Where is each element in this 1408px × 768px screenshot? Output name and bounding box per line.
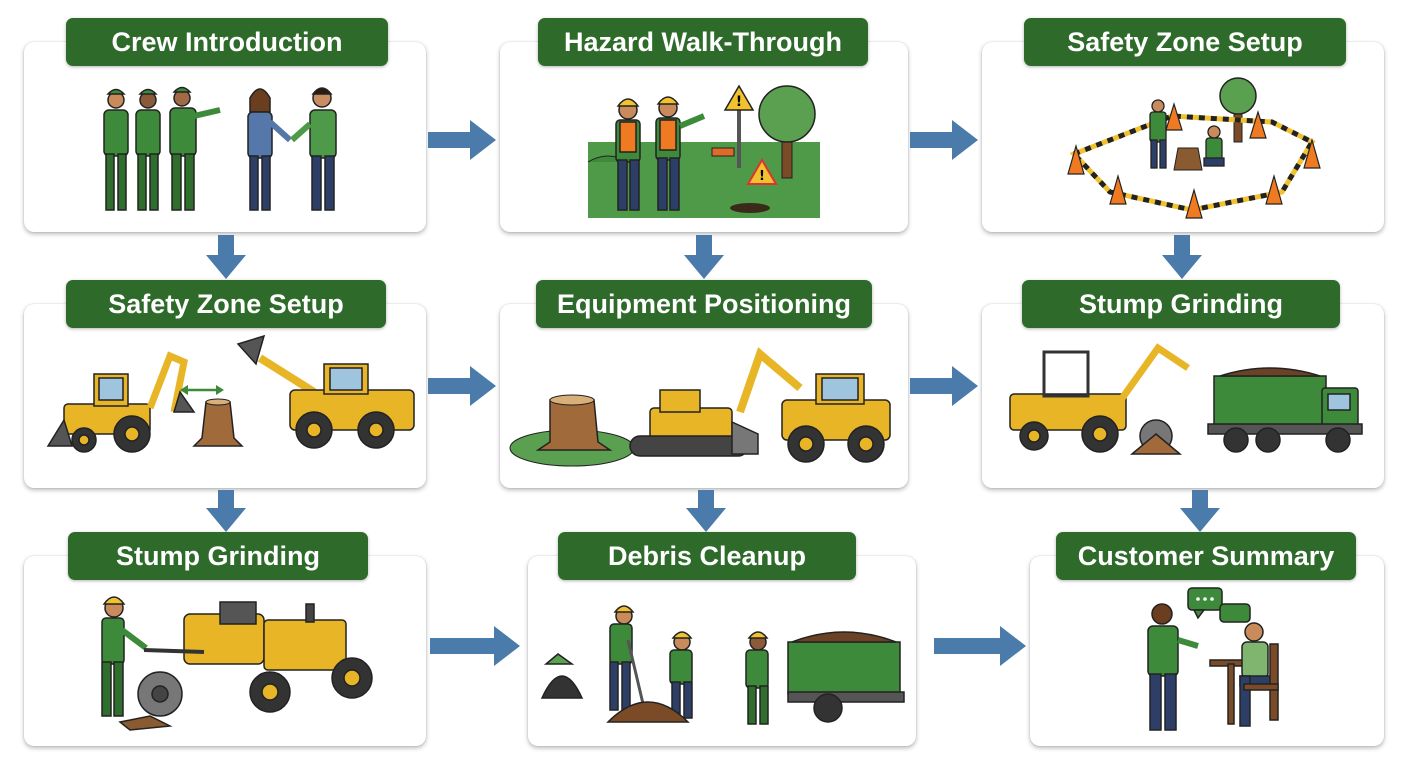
svg-text:!: ! xyxy=(759,169,765,184)
arrow-right-icon xyxy=(428,366,496,406)
step-card-hazard-walk-through: ! ! xyxy=(500,42,908,232)
step-title-equipment-positioning: Equipment Positioning xyxy=(536,280,872,328)
arrow-down-icon xyxy=(1162,235,1202,279)
excavator-dozer-icon xyxy=(509,347,891,467)
step-card-debris-cleanup xyxy=(528,556,916,746)
step-title-stump-grinding-1: Stump Grinding xyxy=(1022,280,1340,328)
arrow-right-icon xyxy=(934,626,1026,666)
step-title-stump-grinding-2: Stump Grinding xyxy=(68,532,368,580)
arrow-right-icon xyxy=(910,120,978,160)
stump-grinder-icon xyxy=(101,596,373,731)
step-title-safety-zone-setup-2: Safety Zone Setup xyxy=(66,280,386,328)
arrow-right-icon xyxy=(430,626,520,666)
step-title-customer-summary: Customer Summary xyxy=(1056,532,1356,580)
arrow-right-icon xyxy=(428,120,496,160)
arrow-right-icon xyxy=(910,366,978,406)
step-card-safety-zone-setup-machines xyxy=(24,304,426,488)
conversation-icon xyxy=(1147,587,1279,731)
step-title-safety-zone-setup-1: Safety Zone Setup xyxy=(1024,18,1346,66)
arrow-down-icon xyxy=(686,490,726,532)
raking-debris-icon xyxy=(540,605,905,725)
step-title-debris-cleanup: Debris Cleanup xyxy=(558,532,856,580)
svg-text:!: ! xyxy=(736,94,742,110)
step-title-crew-introduction: Crew Introduction xyxy=(66,18,388,66)
arrow-down-icon xyxy=(206,235,246,279)
hazard-inspection-icon: ! ! xyxy=(587,84,820,218)
machines-clearance-icon xyxy=(46,334,415,453)
grinder-dump-truck-icon xyxy=(1009,343,1363,455)
step-card-safety-zone-setup-cones xyxy=(982,42,1384,232)
arrow-down-icon xyxy=(1180,490,1220,532)
arrow-down-icon xyxy=(206,490,246,532)
step-card-crew-introduction xyxy=(24,42,426,232)
traffic-cones-icon xyxy=(1067,77,1321,219)
step-card-stump-grinding-truck xyxy=(982,304,1384,488)
step-card-customer-summary xyxy=(1030,556,1384,746)
step-card-equipment-positioning xyxy=(500,304,908,488)
step-card-stump-grinding-worker xyxy=(24,556,426,746)
crew-handshake-icon xyxy=(103,86,337,211)
arrow-down-icon xyxy=(684,235,724,279)
step-title-hazard-walk-through: Hazard Walk-Through xyxy=(538,18,868,66)
